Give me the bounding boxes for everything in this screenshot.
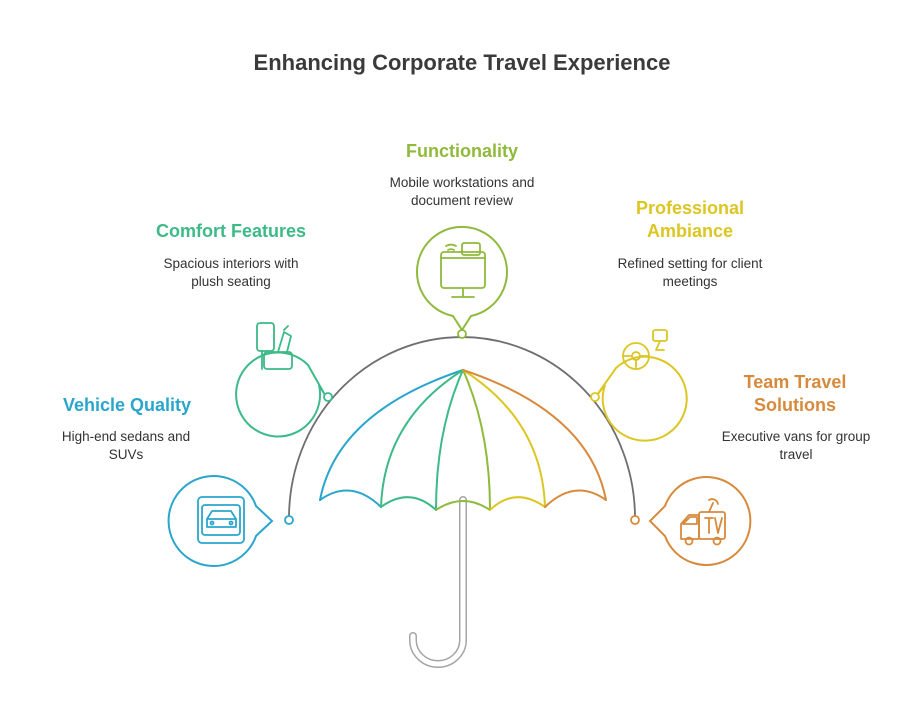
team-travel-solutions-label: Team Travel Solutions bbox=[743, 372, 847, 415]
vehicle-quality-bubble bbox=[167, 475, 294, 567]
functionality-description: Mobile workstations and document review bbox=[389, 175, 535, 208]
team-travel-solutions-bubble bbox=[630, 476, 752, 566]
seat-icon bbox=[256, 322, 293, 370]
diagram-title: Enhancing Corporate Travel Experience bbox=[253, 50, 671, 75]
steering-wheel-icon bbox=[622, 329, 668, 370]
functionality-bubble bbox=[416, 225, 508, 339]
comfort-features-bubble bbox=[235, 322, 333, 438]
car-icon bbox=[197, 496, 245, 544]
umbrella-handle-inner bbox=[410, 497, 466, 667]
team-travel-solutions-description: Executive vans for group travel bbox=[721, 429, 871, 462]
professional-ambiance-bubble bbox=[590, 329, 688, 442]
vehicle-quality-description: High-end sedans and SUVs bbox=[61, 429, 191, 462]
professional-ambiance-description: Refined setting for client meetings bbox=[617, 256, 763, 289]
functionality-label: Functionality bbox=[406, 141, 518, 161]
workstation-icon bbox=[440, 242, 486, 298]
van-icon bbox=[680, 498, 726, 546]
umbrella-canopy bbox=[319, 369, 607, 511]
umbrella-handle bbox=[409, 496, 467, 668]
comfort-features-description: Spacious interiors with plush seating bbox=[163, 256, 299, 289]
comfort-features-label: Comfort Features bbox=[155, 221, 307, 241]
professional-ambiance-label: Professional Ambiance bbox=[635, 198, 745, 241]
vehicle-quality-label: Vehicle Quality bbox=[62, 395, 192, 415]
